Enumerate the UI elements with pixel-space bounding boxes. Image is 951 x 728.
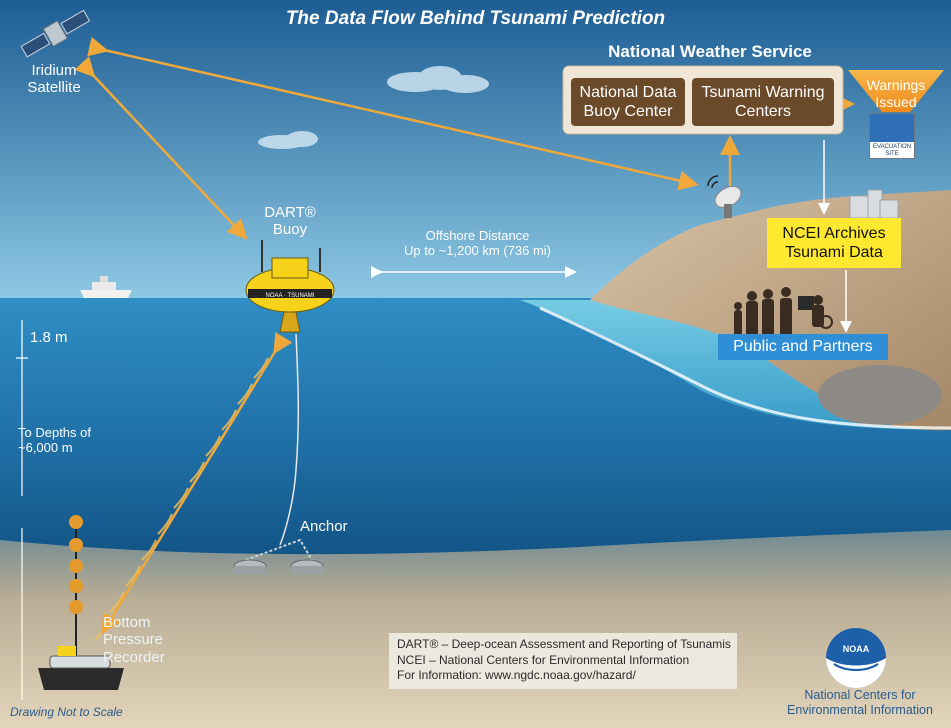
twc-box: Tsunami Warning Centers	[692, 78, 834, 126]
noaa-logo	[826, 628, 886, 688]
offshore-line1: Offshore Distance	[380, 229, 575, 244]
offshore-distance-label: Offshore Distance Up to ~1,200 km (736 m…	[380, 229, 575, 259]
anchor-label: Anchor	[300, 518, 348, 535]
legend-ncei: NCEI – National Centers for Environmenta…	[397, 653, 729, 669]
offshore-line2: Up to ~1,200 km (736 mi)	[380, 244, 575, 259]
satellite-label: Iridium Satellite	[14, 62, 94, 97]
max-depth-label: To Depths of ~6,000 m	[18, 426, 128, 456]
surface-depth-label: 1.8 m	[30, 329, 68, 346]
max-depth-line1: To Depths of	[18, 426, 128, 441]
beach-rock	[818, 365, 942, 425]
nws-title: National Weather Service	[560, 42, 860, 62]
bpr-label: Bottom Pressure Recorder	[103, 614, 193, 666]
diagram-title: The Data Flow Behind Tsunami Prediction	[0, 8, 951, 30]
warnings-issued-label: Warnings Issued	[850, 74, 942, 114]
buoy-band-text: NOAA · TSUNAMI	[266, 293, 315, 299]
legend-dart: DART® – Deep-ocean Assessment and Report…	[397, 637, 729, 653]
evacuation-sign-text: EVACUATION SITE	[870, 142, 914, 157]
dart-buoy-label: DART® Buoy	[255, 204, 325, 239]
public-partners-box: Public and Partners	[718, 334, 888, 360]
legend-info: For Information: www.ngdc.noaa.gov/hazar…	[397, 668, 729, 684]
legend-box: DART® – Deep-ocean Assessment and Report…	[389, 633, 737, 689]
ndbc-box: National Data Buoy Center	[571, 78, 685, 126]
ncei-archives-box: NCEI Archives Tsunami Data	[767, 218, 901, 268]
noaa-logo-text: NOAA	[843, 644, 870, 654]
evacuation-sign-icon: EVACUATION SITE	[869, 113, 915, 159]
max-depth-line2: ~6,000 m	[18, 441, 128, 456]
org-name: National Centers for Environmental Infor…	[780, 688, 940, 718]
scale-note: Drawing Not to Scale	[10, 706, 123, 720]
